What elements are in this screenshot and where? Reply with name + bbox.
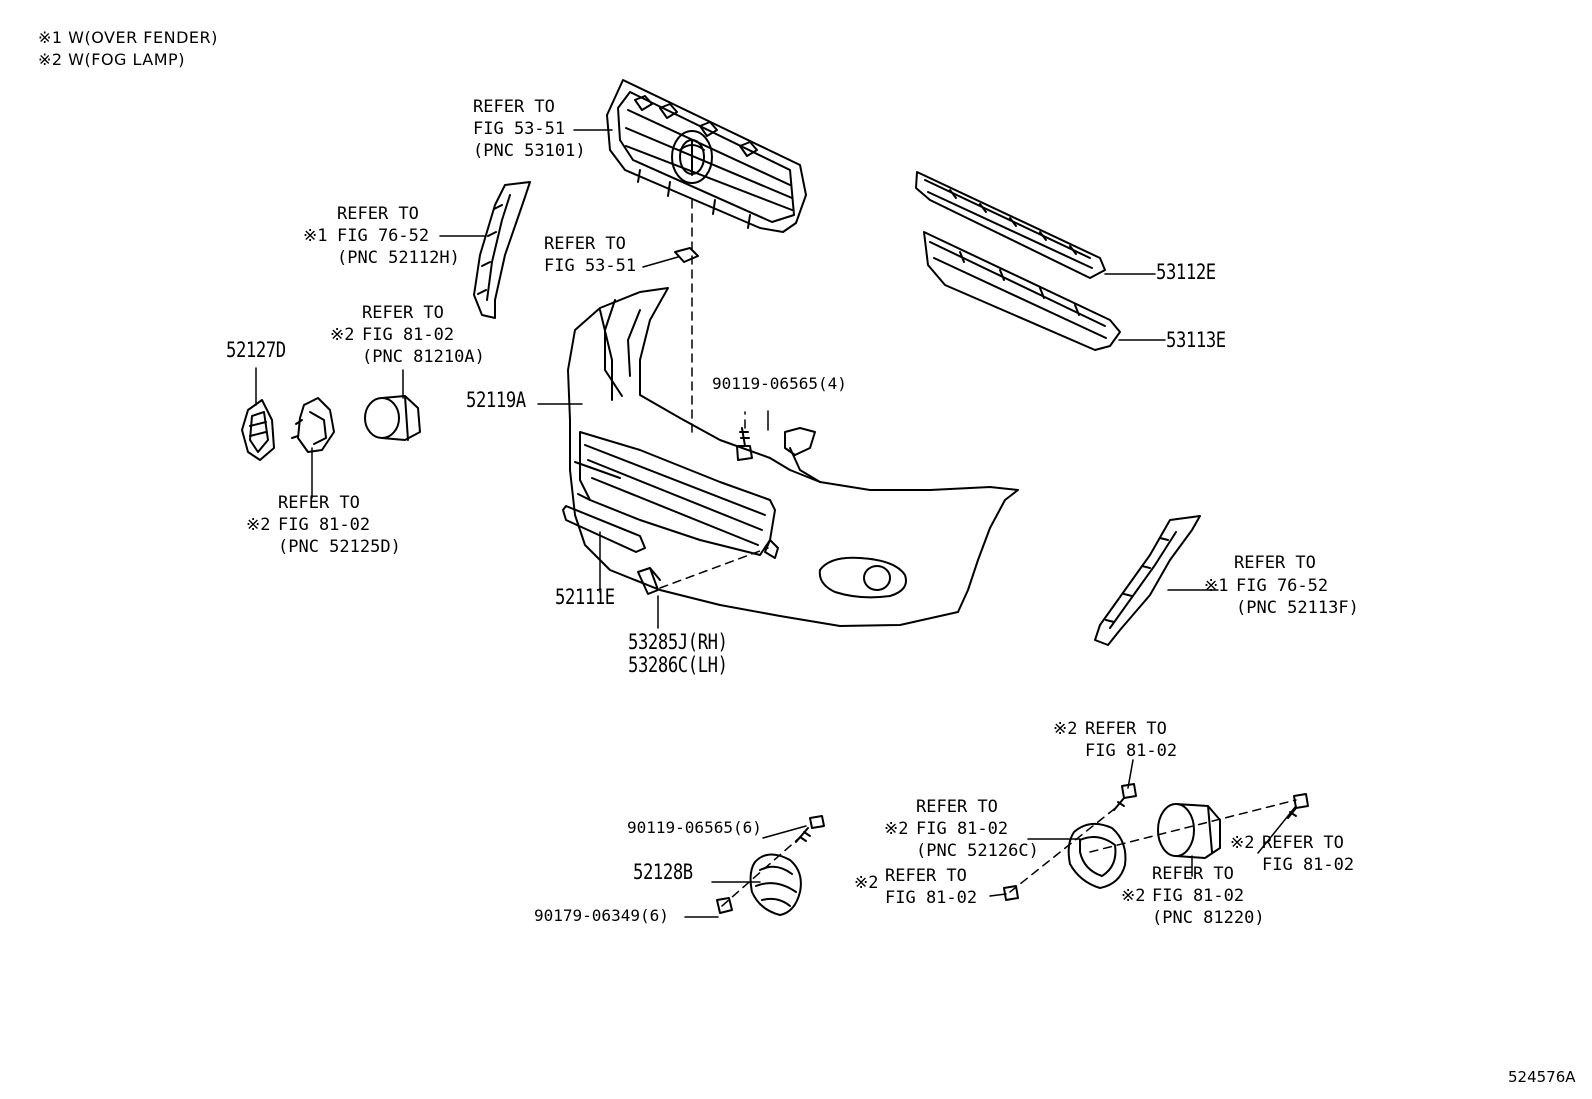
fender-lh-drawing — [473, 181, 531, 319]
nut-rh-callout-refer: REFER TO — [885, 866, 967, 886]
bolt-6-drawing — [795, 815, 825, 843]
fog-bracket-rh-callout-pnc: (PNC 52126C) — [916, 841, 1039, 861]
fender-rh-callout-mark: ※1 — [1204, 576, 1229, 596]
fog-bracket-lh-callout-mark: ※2 — [246, 515, 271, 535]
bumper-cover-drawing — [567, 287, 1019, 627]
fog-lamp-rh-drawing — [1157, 803, 1221, 859]
fender-lh-callout-fig: FIG 76-52 — [337, 226, 430, 246]
screw-rh-callout-mark: ※2 — [1230, 833, 1255, 853]
fender-rh-drawing — [1094, 515, 1201, 646]
part-53285J-rh[interactable]: 53285J(RH) — [628, 630, 728, 654]
nut-rh-callout-fig: FIG 81-02 — [885, 888, 978, 908]
grille-callout-pnc: (PNC 53101) — [473, 141, 586, 161]
clip-callout-fig: FIG 53-51 — [544, 256, 637, 276]
nut-rh-callout-mark: ※2 — [854, 873, 879, 893]
part-bolt-4[interactable]: 90119-06565(4) — [712, 374, 847, 393]
fender-rh-callout-refer: REFER TO — [1234, 553, 1316, 573]
grille-callout-fig: FIG 53-51 — [473, 119, 566, 139]
fog-bracket-rh-callout-refer: REFER TO — [916, 797, 998, 817]
bolt-top-callout-refer: REFER TO — [1085, 719, 1167, 739]
fog-lamp-callout-refer: REFER TO — [1152, 864, 1234, 884]
part-52119A[interactable]: 52119A — [466, 388, 526, 412]
fog-cover-lh-callout-mark: ※2 — [330, 325, 355, 345]
fog-cover-lh-callout-refer: REFER TO — [362, 303, 444, 323]
part-53112E[interactable]: 53112E — [1156, 260, 1216, 284]
fog-bracket-center-drawing — [749, 853, 802, 916]
screw-rh-callout-fig: FIG 81-02 — [1262, 855, 1355, 875]
diagram-id: 524576A — [1508, 1068, 1576, 1086]
lower-grille-drawing — [923, 231, 1121, 351]
note-fog-lamp: ※2 W(FOG LAMP) — [38, 50, 185, 69]
fender-rh-callout-fig: FIG 76-52 — [1236, 576, 1329, 596]
fender-lh-callout-mark: ※1 — [303, 226, 328, 246]
fog-cover-lh-callout-pnc: (PNC 81210A) — [362, 347, 485, 367]
part-52111E[interactable]: 52111E — [555, 585, 615, 609]
fog-lamp-callout-mark: ※2 — [1121, 886, 1146, 906]
part-53286C-lh[interactable]: 53286C(LH) — [628, 653, 728, 677]
part-53113E[interactable]: 53113E — [1166, 328, 1226, 352]
screw-rh-callout-refer: REFER TO — [1262, 833, 1344, 853]
fender-rh-callout-pnc: (PNC 52113F) — [1236, 598, 1359, 618]
bolt-top-callout-fig: FIG 81-02 — [1085, 741, 1178, 761]
corner-seal-drawing — [637, 567, 661, 595]
fog-bracket-rh-callout-mark: ※2 — [884, 819, 909, 839]
clip-callout-refer: REFER TO — [544, 234, 626, 254]
fender-lh-callout-refer: REFER TO — [337, 204, 419, 224]
fog-bracket-lh-callout-pnc: (PNC 52125D) — [278, 537, 401, 557]
bolt-top-callout-mark: ※2 — [1053, 719, 1078, 739]
note-over-fender: ※1 W(OVER FENDER) — [38, 28, 218, 47]
part-52128B[interactable]: 52128B — [633, 860, 693, 884]
fog-cover-lh-callout-fig: FIG 81-02 — [362, 325, 455, 345]
bolt-4-drawing — [736, 427, 753, 461]
bolt-top-drawing — [1113, 783, 1137, 811]
fog-lamp-callout-fig: FIG 81-02 — [1152, 886, 1245, 906]
fog-bezel-lh-drawing — [241, 399, 275, 461]
screw-rh-drawing — [1287, 793, 1309, 819]
fender-lh-callout-pnc: (PNC 52112H) — [337, 248, 460, 268]
fog-lamp-callout-pnc: (PNC 81220) — [1152, 908, 1265, 928]
fog-bracket-lh-callout-refer: REFER TO — [278, 493, 360, 513]
upper-grille-drawing — [915, 171, 1106, 279]
nut-6-drawing — [716, 897, 733, 914]
fog-cover-lh-drawing — [364, 395, 421, 441]
fog-bracket-lh-drawing — [291, 397, 335, 453]
leader-lines — [255, 129, 1297, 918]
radiator-grille-drawing — [606, 79, 807, 233]
clip-drawing — [674, 247, 699, 263]
part-bolt-6[interactable]: 90119-06565(6) — [627, 818, 762, 837]
fog-bracket-rh-drawing — [1067, 822, 1127, 889]
part-52127D[interactable]: 52127D — [226, 338, 286, 362]
fog-bracket-lh-callout-fig: FIG 81-02 — [278, 515, 371, 535]
assembly-lines — [659, 199, 1297, 907]
nut-rh-drawing — [1003, 885, 1019, 901]
fog-bracket-rh-callout-fig: FIG 81-02 — [916, 819, 1009, 839]
part-nut-6[interactable]: 90179-06349(6) — [534, 906, 669, 925]
bumper-strip-drawing — [562, 505, 646, 553]
grille-callout-refer: REFER TO — [473, 97, 555, 117]
